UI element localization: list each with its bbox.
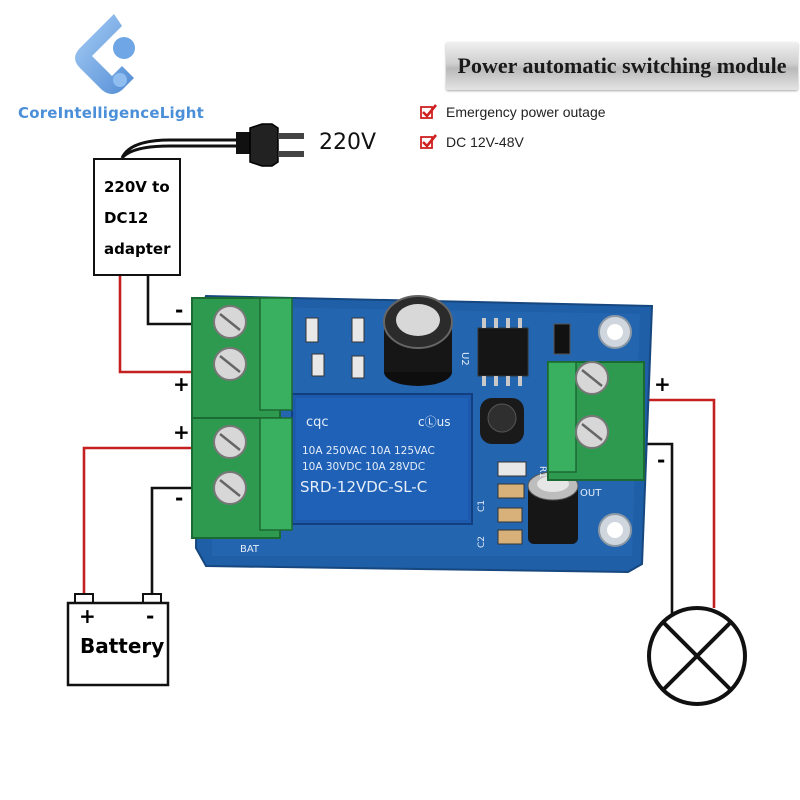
silk-c1: C1 <box>477 500 487 512</box>
mains-plug-icon <box>236 123 304 167</box>
battery-in-minus-sign: - <box>175 486 184 510</box>
adapter-plus-sign: + <box>173 372 190 396</box>
checkmark-icon <box>420 104 438 119</box>
adapter-label-line: adapter <box>104 240 171 258</box>
battery-neg-wire <box>150 486 208 594</box>
silk-bat: BAT <box>240 544 260 555</box>
relay-rating-1: 10A 250VAC 10A 125VAC <box>302 445 435 457</box>
battery-in-plus-sign: + <box>173 420 190 444</box>
relay-rating-2: 10A 30VDC 10A 28VDC <box>302 461 425 473</box>
brand-logo <box>75 14 135 94</box>
silk-c2: C2 <box>477 536 487 548</box>
relay-brand: cqc <box>306 415 329 430</box>
silk-out: OUT <box>580 488 602 499</box>
out-minus-sign: - <box>657 448 666 472</box>
relay-cert: cⓁus <box>418 415 450 429</box>
adapter-label-line: 220V to <box>104 178 170 196</box>
adapter-pos-wire <box>118 276 208 374</box>
battery-minus-sign: - <box>146 604 155 628</box>
relay-model: SRD-12VDC-SL-C <box>300 478 427 496</box>
checkmark-icon <box>420 134 438 149</box>
terminal-block-battery <box>191 417 293 539</box>
brand-name: CoreIntelligenceLight <box>18 104 205 122</box>
mains-voltage-label: 220V <box>319 130 377 155</box>
inductor-icon <box>480 398 524 444</box>
terminal-block-power <box>191 297 293 419</box>
feature-item-voltage: DC 12V-48V <box>420 134 524 150</box>
pcb-board <box>191 294 654 574</box>
terminal-block-output <box>547 361 645 481</box>
mount-hole-icon <box>598 315 632 547</box>
feature-text: Emergency power outage <box>446 104 606 120</box>
adapter-neg-wire <box>146 276 208 326</box>
relay <box>291 393 473 525</box>
battery-pos-wire <box>82 446 208 594</box>
feature-text: DC 12V-48V <box>446 134 524 150</box>
title-banner: Power automatic switching module <box>446 42 798 90</box>
adapter-box <box>93 158 181 276</box>
capacitor-small-icon <box>527 471 579 544</box>
battery-plus-sign: + <box>79 604 96 628</box>
lamp-icon <box>647 606 747 706</box>
capacitor-icon <box>383 295 453 386</box>
out-pos-wire <box>620 398 716 608</box>
out-plus-sign: + <box>654 372 671 396</box>
battery-label: Battery <box>80 634 165 658</box>
silk-r1: R1 <box>537 466 547 478</box>
mains-cable <box>120 138 238 160</box>
silk-u2: U2 <box>459 352 470 366</box>
page-title: Power automatic switching module <box>457 53 787 78</box>
adapter-minus-sign: - <box>175 298 184 322</box>
battery-icon <box>66 593 170 687</box>
adapter-label: 220V to DC12 adapter <box>104 172 184 265</box>
feature-item-outage: Emergency power outage <box>420 104 606 120</box>
adapter-label-line: DC12 <box>104 209 149 227</box>
